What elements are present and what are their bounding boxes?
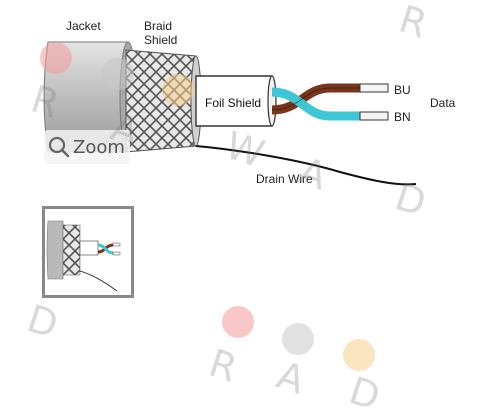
thumbnail-preview xyxy=(45,209,131,295)
data-label: Data xyxy=(430,96,456,110)
drain-wire-label: Drain Wire xyxy=(256,172,313,186)
bn-label: BN xyxy=(394,110,411,124)
zoom-label: Zoom xyxy=(73,136,125,158)
cable-diagram xyxy=(43,41,417,186)
bu-label: BU xyxy=(394,83,411,97)
image-thumbnail[interactable] xyxy=(42,206,134,298)
magnifier-icon xyxy=(48,136,70,158)
jacket-label: Jacket xyxy=(66,19,101,33)
conductor-bn xyxy=(359,111,389,121)
foil-shield-label: Foil Shield xyxy=(205,96,262,110)
twisted-pair xyxy=(271,83,360,121)
conductor-bu xyxy=(359,83,389,93)
zoom-button[interactable]: Zoom xyxy=(44,130,130,164)
braid-shield-segment xyxy=(125,49,202,153)
drain-wire xyxy=(195,145,417,186)
